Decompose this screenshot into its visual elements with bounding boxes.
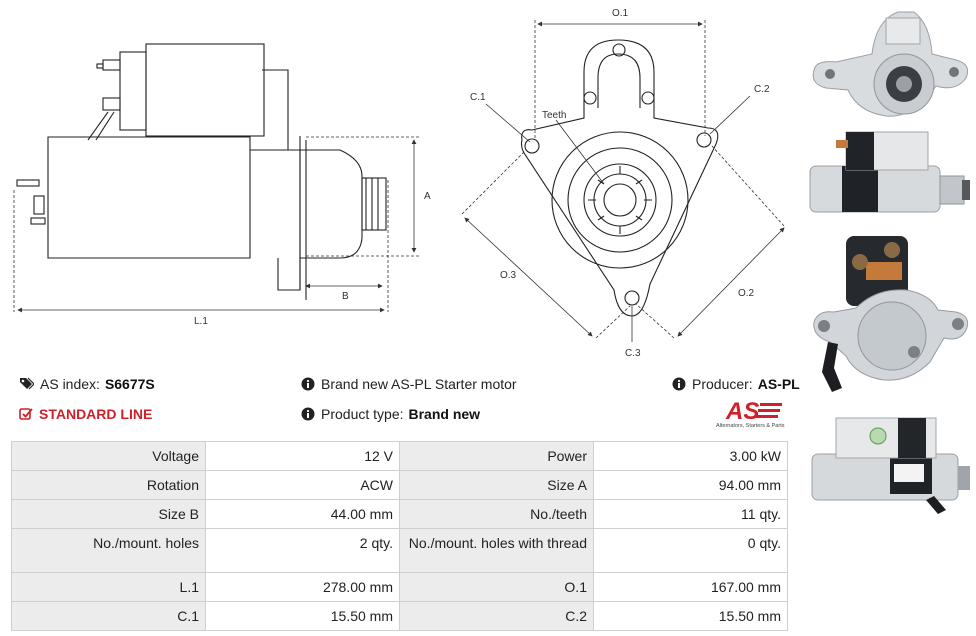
dim-label-o2: O.2 — [738, 288, 755, 299]
product-type-label: Product type: — [321, 406, 404, 422]
table-row: L.1 278.00 mm O.1 167.00 mm — [11, 572, 788, 602]
table-row: No./mount. holes 2 qty. No./mount. holes… — [11, 528, 788, 573]
spec-value: 94.00 mm — [593, 470, 788, 500]
spec-value: 167.00 mm — [593, 572, 788, 602]
spec-key: C.1 — [11, 601, 206, 631]
product-type-value: Brand new — [408, 406, 481, 422]
spec-key: Size A — [399, 470, 594, 500]
table-row: C.1 15.50 mm C.2 15.50 mm — [11, 601, 788, 631]
product-photo-front[interactable] — [806, 4, 972, 122]
product-photo-side[interactable] — [806, 126, 972, 222]
spec-value: 15.50 mm — [205, 601, 400, 631]
tags-icon — [20, 377, 34, 390]
spec-key: No./mount. holes with thread — [399, 528, 594, 573]
as-logo-mark: AS — [725, 398, 782, 425]
info-circle-icon — [301, 407, 315, 421]
spec-value: 2 qty. — [205, 528, 400, 573]
spec-key: Power — [399, 441, 594, 471]
check-square-icon — [19, 408, 33, 420]
product-photo-label-side[interactable] — [806, 414, 972, 514]
spec-value: 44.00 mm — [205, 499, 400, 529]
front-view-drawing — [520, 39, 719, 317]
front-view-dimensions — [461, 20, 785, 342]
spec-value: 11 qty. — [593, 499, 788, 529]
spec-key: Rotation — [11, 470, 206, 500]
specs-table: Voltage 12 V Power 3.00 kW Rotation ACW … — [11, 441, 788, 631]
dim-label-o1: O.1 — [612, 8, 629, 19]
spec-key: No./mount. holes — [11, 528, 206, 573]
spec-key: Size B — [11, 499, 206, 529]
logo-tagline: Alternators, Starters & Parts — [716, 423, 785, 429]
table-row: Voltage 12 V Power 3.00 kW — [11, 441, 788, 471]
as-index-value: S6677S — [104, 376, 155, 392]
spec-key: C.2 — [399, 601, 594, 631]
teeth-label: Teeth — [542, 110, 566, 121]
product-photo-gallery — [806, 0, 976, 520]
spec-value: 3.00 kW — [593, 441, 788, 471]
description-row: Brand new AS-PL Starter motor — [301, 376, 517, 392]
standard-line-label: STANDARD LINE — [39, 406, 153, 422]
as-pl-logo: AS Alternators, Starters & Parts — [712, 397, 792, 433]
spec-value: 278.00 mm — [205, 572, 400, 602]
svg-text:AS: AS — [725, 398, 759, 423]
spec-value: 0 qty. — [593, 528, 788, 573]
side-view-drawing — [16, 43, 387, 300]
side-view-dimensions — [13, 136, 420, 313]
dim-label-l1: L.1 — [194, 316, 208, 327]
spec-key: O.1 — [399, 572, 594, 602]
spec-value: ACW — [205, 470, 400, 500]
dim-label-c2: C.2 — [754, 84, 770, 95]
producer-label: Producer: — [692, 376, 753, 392]
as-index-label: AS index: — [40, 376, 100, 392]
info-circle-icon — [672, 377, 686, 391]
dim-label-c3: C.3 — [625, 348, 641, 359]
producer-value: AS-PL — [757, 376, 800, 392]
spec-value: 12 V — [205, 441, 400, 471]
spec-key: L.1 — [11, 572, 206, 602]
dim-label-a: A — [424, 191, 431, 202]
standard-line-row: STANDARD LINE — [19, 406, 152, 422]
as-index-row: AS index: S6677S — [19, 376, 155, 392]
spec-value: 15.50 mm — [593, 601, 788, 631]
table-row: Rotation ACW Size A 94.00 mm — [11, 470, 788, 500]
technical-drawing: A B L.1 O.1 C.1 C.2 Teeth O.3 O.2 — [13, 8, 785, 359]
product-photo-rear[interactable] — [806, 232, 972, 410]
dim-label-b: B — [342, 291, 349, 302]
producer-row: Producer: AS-PL — [672, 376, 800, 392]
description-text: Brand new AS-PL Starter motor — [321, 376, 517, 392]
dim-label-o3: O.3 — [500, 270, 517, 281]
info-circle-icon — [301, 377, 315, 391]
table-row: Size B 44.00 mm No./teeth 11 qty. — [11, 499, 788, 529]
spec-key: No./teeth — [399, 499, 594, 529]
product-type-row: Product type: Brand new — [301, 406, 480, 422]
spec-key: Voltage — [11, 441, 206, 471]
dim-label-c1: C.1 — [470, 92, 486, 103]
